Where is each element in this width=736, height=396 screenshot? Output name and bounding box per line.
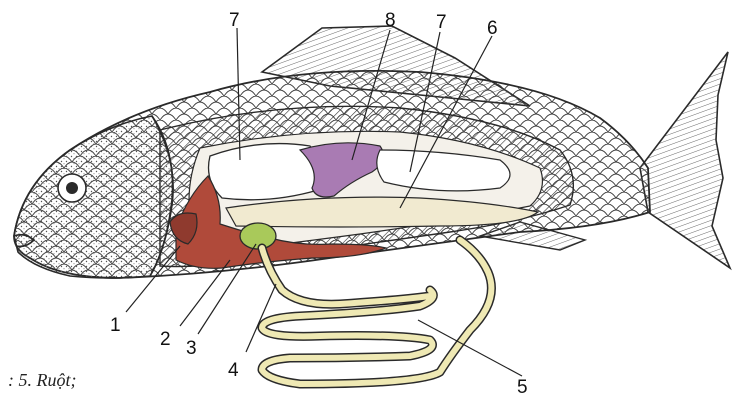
label-6: 6	[487, 18, 498, 39]
fish-head	[14, 116, 173, 278]
tail-fin	[640, 52, 730, 268]
label-2: 2	[160, 329, 171, 350]
label-3: 3	[186, 338, 197, 359]
label-1: 1	[110, 315, 121, 336]
label-8: 8	[385, 10, 396, 31]
label-5: 5	[517, 377, 528, 396]
label-7-right: 7	[436, 12, 447, 33]
pupil	[66, 182, 78, 194]
label-4: 4	[228, 360, 239, 381]
gall-bladder	[240, 223, 276, 249]
label-7-left: 7	[229, 10, 240, 31]
figure-caption: : 5. Ruột;	[8, 370, 76, 391]
